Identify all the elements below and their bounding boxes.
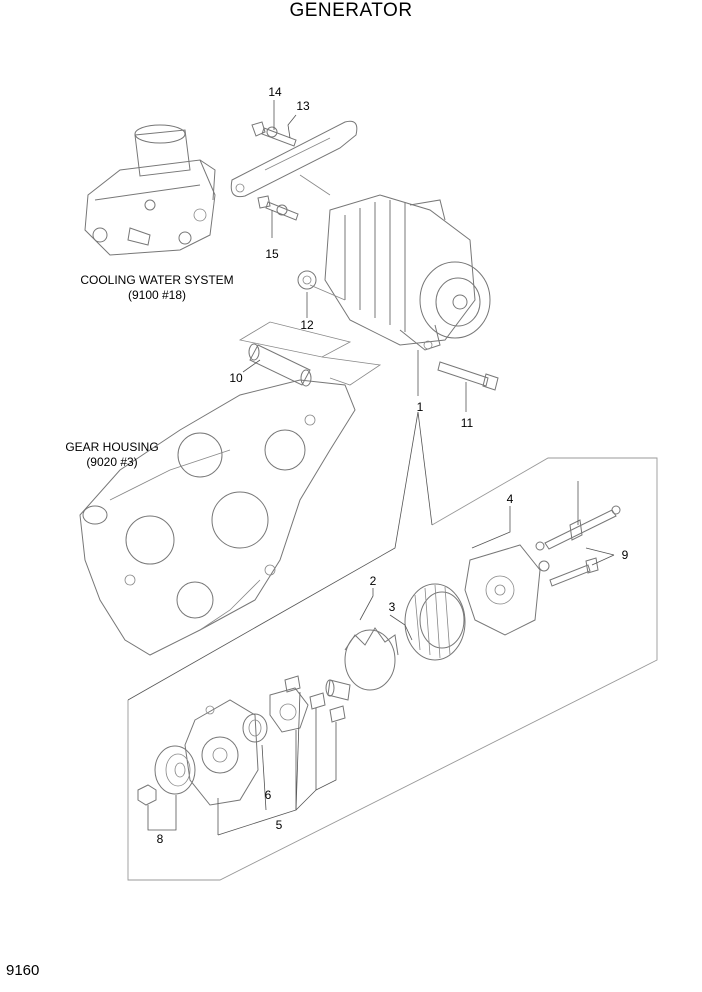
- callout-8: 8: [157, 832, 164, 846]
- callout-13: 13: [296, 99, 310, 113]
- callout-1: 1: [417, 400, 424, 414]
- callout-9: 9: [622, 548, 629, 562]
- cooling-water-system-ref: (9100 #18): [128, 288, 186, 302]
- nut-8-part: [137, 784, 157, 806]
- cooling-water-system-part: [84, 124, 216, 256]
- terminal-parts: [535, 505, 621, 587]
- callout-4: 4: [507, 492, 514, 506]
- callout-15: 15: [265, 247, 279, 261]
- callout-14: 14: [268, 85, 282, 99]
- bracket-part: [230, 120, 358, 198]
- stator-3-part: [404, 583, 466, 661]
- nut-12-part: [297, 270, 317, 290]
- gear-housing-label: GEAR HOUSING: [65, 440, 158, 454]
- screws-part: [284, 675, 346, 723]
- callout-12: 12: [300, 318, 314, 332]
- gear-housing-ref: (9020 #3): [86, 455, 137, 469]
- rear-bracket-4-part: [464, 544, 541, 636]
- page-number: 9160: [6, 962, 40, 979]
- gear-housing-part: [79, 379, 356, 656]
- diagram-title: GENERATOR: [289, 0, 413, 21]
- bolt-15-part: [257, 195, 299, 221]
- callout-3: 3: [389, 600, 396, 614]
- callout-2: 2: [370, 574, 377, 588]
- bolt-11-part: [437, 361, 499, 391]
- callout-11: 11: [461, 416, 474, 430]
- callout-5: 5: [276, 818, 283, 832]
- leader-lines: [147, 100, 615, 836]
- exploded-view-frame: [127, 457, 658, 881]
- pulley-part: [154, 745, 196, 795]
- cooling-water-system-label: COOLING WATER SYSTEM: [80, 273, 233, 287]
- callout-10: 10: [229, 371, 243, 385]
- callout-6: 6: [265, 788, 272, 802]
- rotor-2-part: [325, 627, 399, 701]
- bearing-6-part: [242, 713, 268, 743]
- bolt-14-part: [251, 121, 297, 147]
- retainer-plate-part: [269, 687, 309, 733]
- alternator-assembly-part: [324, 194, 491, 351]
- spacer-10-part: [248, 343, 312, 387]
- front-bracket-5-part: [184, 699, 259, 806]
